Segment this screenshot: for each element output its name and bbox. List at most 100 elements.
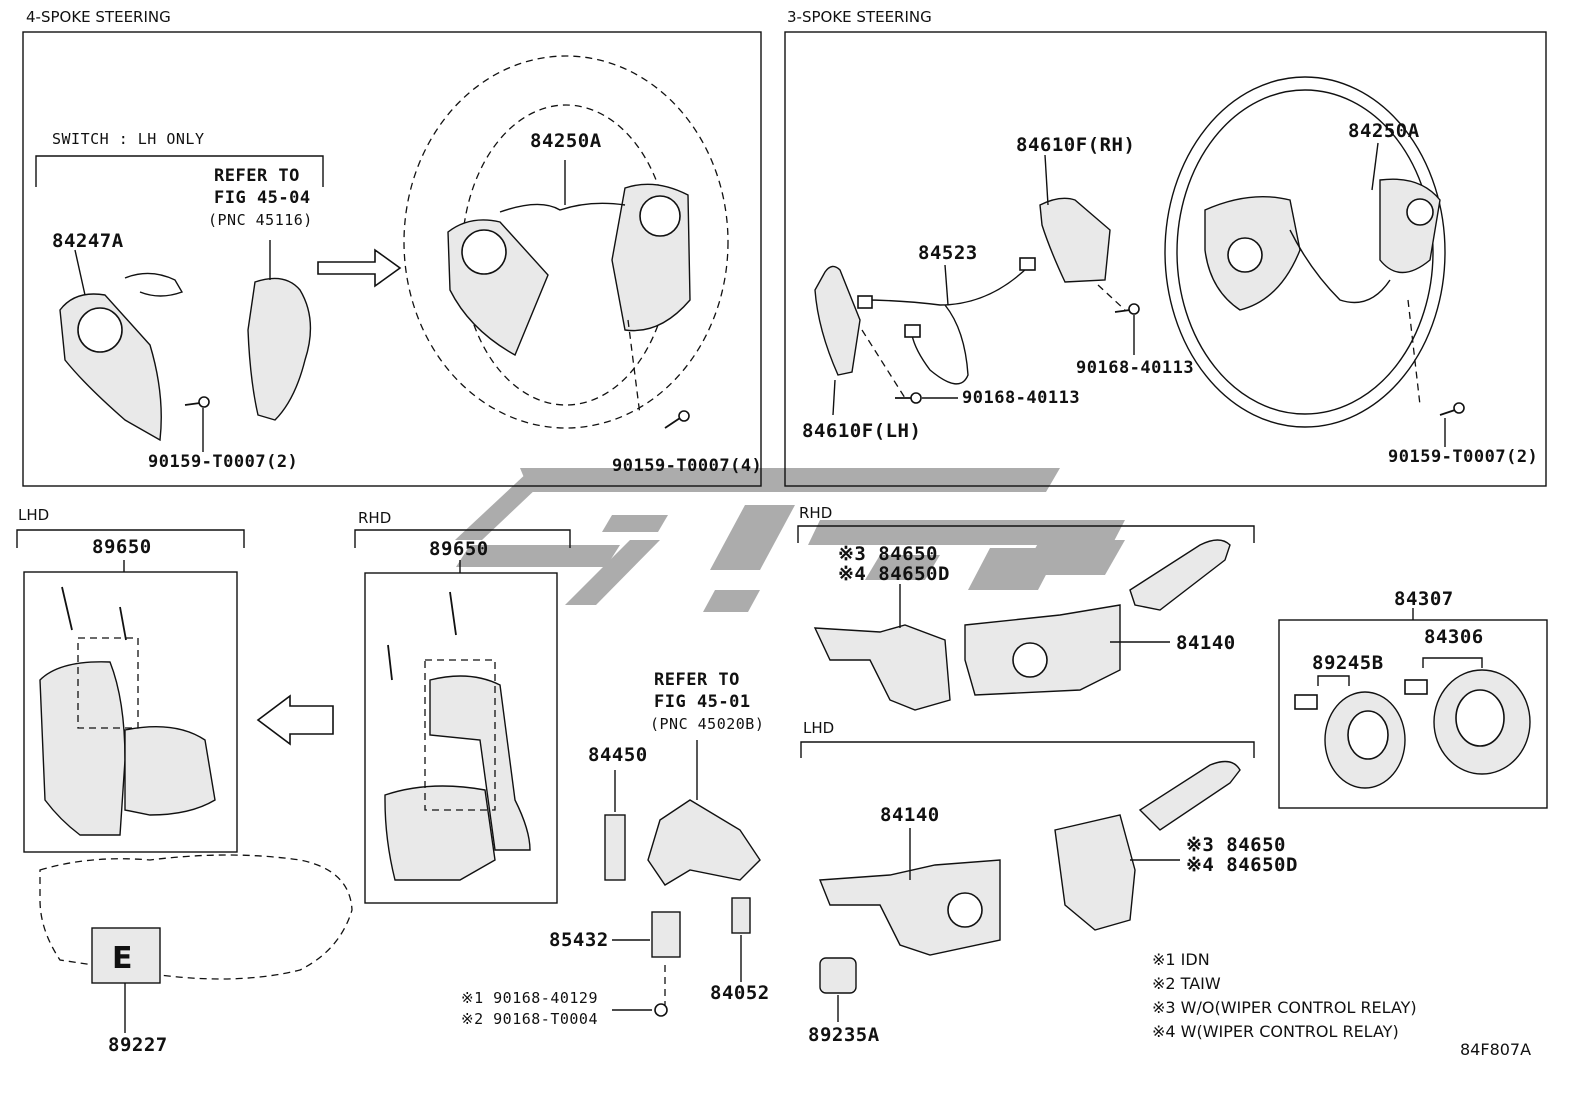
leader-84247A xyxy=(74,249,86,296)
switch-84650-rhd-lever xyxy=(813,624,951,711)
screw-90159-4 xyxy=(664,410,690,429)
frame-89650-lhd xyxy=(23,571,238,853)
part-label-90159-2-left: 90159-T0007(2) xyxy=(148,452,299,472)
leader-84610F-rh xyxy=(1044,154,1049,206)
arrow-right xyxy=(317,248,402,288)
paddle-84610F-rh xyxy=(1039,197,1111,283)
legend-item-2: ※2 TAIW xyxy=(1152,974,1221,993)
part-label-84610F-rh: 84610F(RH) xyxy=(1016,134,1136,156)
leader-84610F-lh xyxy=(832,379,836,416)
leader-84250A-right xyxy=(1371,142,1379,191)
dash-panel-outline xyxy=(39,854,353,980)
part-label-84140-rhd: 84140 xyxy=(1176,632,1236,654)
ecu-89227 xyxy=(91,927,161,984)
part-label-84610F-lh: 84610F(LH) xyxy=(802,420,922,442)
switch-pad-right-knob xyxy=(639,195,681,237)
frame-3-spoke xyxy=(784,31,1547,487)
switch-84140-rhd-lever xyxy=(1129,539,1231,611)
wire-84523-branch xyxy=(911,304,969,385)
part-45020B xyxy=(647,799,761,886)
section-title-4-spoke: 4-SPOKE STEERING xyxy=(26,8,171,26)
connector-84523-b xyxy=(857,295,873,309)
legend-item-4: ※4 W(WIPER CONTROL RELAY) xyxy=(1152,1022,1399,1041)
switch-pad-left-knob xyxy=(461,229,507,275)
column-89650-lhd-motor xyxy=(124,726,216,816)
part-84052 xyxy=(731,897,751,934)
mount-89650-rhd xyxy=(424,659,496,811)
leader-screw-rh xyxy=(1097,284,1126,311)
column-89650-rhd-motor xyxy=(384,785,496,881)
part-label-89650-rhd: 89650 xyxy=(429,538,489,560)
switch-84650-lhd-body xyxy=(1054,814,1136,931)
connector-84523-c xyxy=(904,324,921,338)
spiral-cable-84306-center xyxy=(1455,689,1505,747)
part-label-90168-40129: ※1 90168-40129 xyxy=(461,989,598,1007)
part-85432 xyxy=(651,911,681,958)
note-refer-45-01-line2: FIG 45-01 xyxy=(654,692,751,712)
bolt-89650-lhd-a xyxy=(61,586,73,631)
part-label-90168-T0004: ※2 90168-T0004 xyxy=(461,1010,598,1028)
switch-84247A-knob xyxy=(77,307,123,353)
pad-45116 xyxy=(247,277,312,421)
part-label-84307: 84307 xyxy=(1394,588,1454,610)
bolt-89650-rhd-b xyxy=(449,591,457,636)
part-label-90159-2-right: 90159-T0007(2) xyxy=(1388,447,1539,467)
part-label-89227: 89227 xyxy=(108,1034,168,1056)
arrow-left xyxy=(256,694,334,746)
part-label-84052: 84052 xyxy=(710,982,770,1004)
screw-90159-2-left xyxy=(184,396,210,408)
wire-84247A xyxy=(124,272,184,297)
bolt-89650-lhd-b xyxy=(119,606,127,641)
bolt-89650-rhd-a xyxy=(387,644,393,681)
mount-89650-lhd xyxy=(77,637,139,729)
leader-screw-4 xyxy=(627,319,641,416)
note-refer-45-04-line3: (PNC 45116) xyxy=(208,211,313,229)
screw-90159-2-right xyxy=(1439,402,1465,416)
steering-wheel-3-spoke xyxy=(1164,76,1446,428)
wire-84523 xyxy=(861,264,1031,306)
section-title-rhd-switch: RHD xyxy=(799,504,833,522)
watermark-logo xyxy=(455,468,1125,612)
part-label-89245B: 89245B xyxy=(1312,652,1384,674)
part-label-90168-40113-a: 90168-40113 xyxy=(962,388,1081,408)
section-title-lhd-switch: LHD xyxy=(803,719,835,737)
section-title-3-spoke: 3-SPOKE STEERING xyxy=(787,8,932,26)
figure-code: 84F807A xyxy=(1460,1040,1532,1059)
steering-wheel-3-spoke-inner xyxy=(1176,89,1434,415)
note-refer-45-04-line1: REFER TO xyxy=(214,166,300,186)
part-label-84650D-rhd: ※4 84650D xyxy=(838,563,950,585)
connector-84523-a xyxy=(1019,257,1036,271)
wire-84250A-left xyxy=(499,202,626,213)
note-refer-45-01-line3: (PNC 45020B) xyxy=(650,715,765,733)
part-label-89235A: 89235A xyxy=(808,1024,880,1046)
section-title-rhd: RHD xyxy=(358,509,392,527)
part-label-84306: 84306 xyxy=(1424,626,1484,648)
switch-84140-rhd-hole xyxy=(1012,642,1048,678)
clip-89245B xyxy=(1294,694,1318,710)
sensor-89245B-center xyxy=(1347,710,1389,760)
part-label-84140-lhd: 84140 xyxy=(880,804,940,826)
leader-84523 xyxy=(944,264,949,306)
wire-84250A-right xyxy=(1289,229,1391,304)
part-label-84523: 84523 xyxy=(918,242,978,264)
switch-3-spoke-right-knob xyxy=(1406,198,1434,226)
clip-84306 xyxy=(1404,679,1428,695)
paddle-84610F-lh xyxy=(814,265,861,376)
part-label-84650-rhd: ※3 84650 xyxy=(838,543,938,565)
legend-item-1: ※1 IDN xyxy=(1152,950,1210,969)
screw-90168-40113-a xyxy=(895,392,922,404)
switch-3-spoke-right xyxy=(1379,178,1441,274)
section-title-lhd: LHD xyxy=(18,506,50,524)
leader-screw-lh xyxy=(861,329,906,399)
column-89650-lhd-body xyxy=(39,661,126,836)
steering-wheel-4-spoke xyxy=(403,55,729,429)
part-label-90159-4: 90159-T0007(4) xyxy=(612,456,763,476)
note-refer-45-04-line2: FIG 45-04 xyxy=(214,188,311,208)
switch-89235A xyxy=(819,957,857,994)
part-label-84250A-right: 84250A xyxy=(1348,120,1420,142)
switch-84650-lhd-lever xyxy=(1138,760,1241,831)
part-label-84650D-lhd: ※4 84650D xyxy=(1186,854,1298,876)
switch-84140-lhd-hole xyxy=(947,892,983,928)
note-refer-45-01-line1: REFER TO xyxy=(654,670,740,690)
